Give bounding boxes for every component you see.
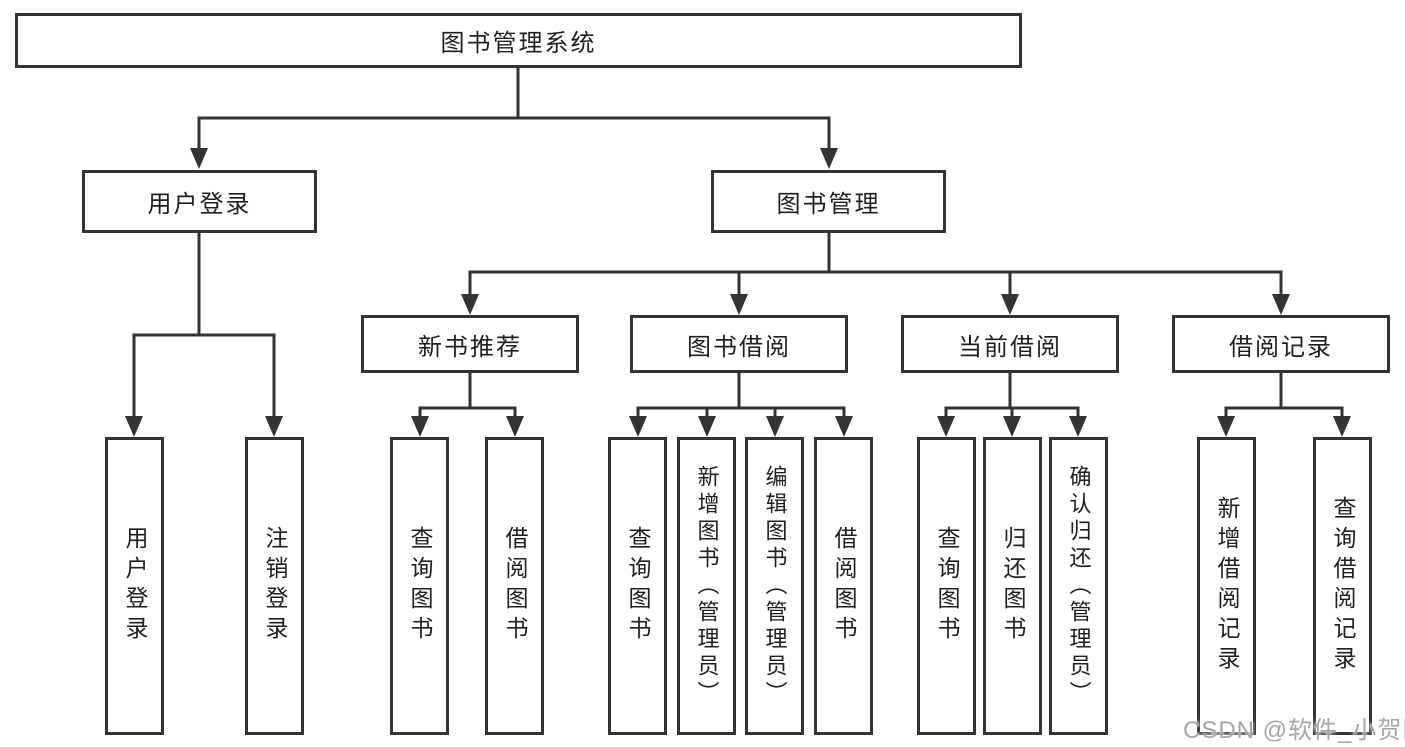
leaf-borrow-add-books-admin: 新增图书（管理员） (677, 437, 736, 735)
leaf-borrow-borrow-books: 借阅图书 (814, 437, 873, 735)
leaf-borrow-query-books: 查询图书 (608, 437, 667, 735)
arrowheads (125, 148, 1351, 437)
leaf-records-add-borrow-record: 新增借阅记录 (1197, 437, 1256, 735)
node-new-book-recommendation: 新书推荐 (361, 315, 579, 373)
leaf-records-query-borrow-record: 查询借阅记录 (1313, 437, 1372, 735)
node-library-management-system: 图书管理系统 (15, 13, 1022, 68)
node-book-borrowing: 图书借阅 (630, 315, 848, 373)
leaf-user-login: 用户登录 (105, 437, 164, 735)
node-current-borrowing: 当前借阅 (901, 315, 1119, 373)
leaf-current-return-books: 归还图书 (983, 437, 1042, 735)
leaf-borrow-edit-books-admin: 编辑图书（管理员） (745, 437, 804, 735)
leaf-newbook-query-books: 查询图书 (390, 437, 449, 735)
node-borrowing-records: 借阅记录 (1172, 315, 1390, 373)
leaf-current-query-books: 查询图书 (917, 437, 976, 735)
node-book-management: 图书管理 (711, 170, 946, 233)
leaf-newbook-borrow-books: 借阅图书 (485, 437, 544, 735)
leaf-logout-login: 注销登录 (245, 437, 304, 735)
leaf-current-confirm-return-admin: 确认归还（管理员） (1049, 437, 1108, 735)
watermark-csdn: CSDN @软件_小贺同学 (1183, 717, 1405, 744)
node-user-login: 用户登录 (82, 170, 317, 233)
